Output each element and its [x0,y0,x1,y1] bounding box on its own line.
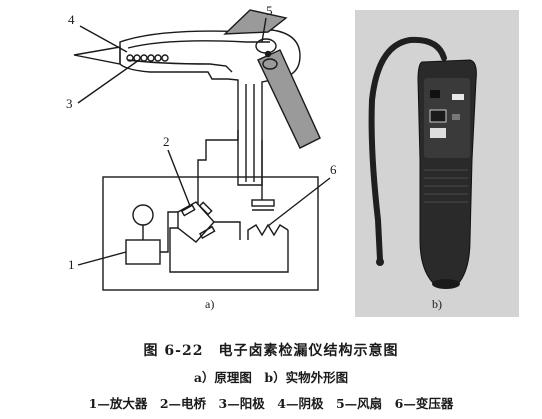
probe-tip [73,46,121,65]
figure-caption-title: 图 6-22 电子卤素检漏仪结构示意图 [143,343,399,359]
callout-1: 1 [68,257,75,272]
transformer [247,199,289,240]
gun-handle [257,49,321,149]
figure-caption-legend: 1—放大器 2—电桥 3—阳极 4—阴极 5—风扇 6—变压器 [88,396,454,411]
subfigure-b-label: b) [432,297,442,311]
callout-4: 4 [68,12,75,27]
callout-3: 3 [66,96,73,111]
callout-5: 5 [266,3,273,18]
device-photo [355,10,519,317]
subfigure-a-label: a) [205,297,215,311]
schematic-diagram [73,9,331,291]
figure-caption-subparts: a）原理图 b）实物外形图 [193,370,349,385]
control-box [102,176,319,291]
callout-6: 6 [330,162,337,177]
fan [255,38,278,70]
callout-2: 2 [163,134,170,149]
amplifier [125,204,161,265]
gun-body [119,29,301,186]
bridge [160,201,289,273]
